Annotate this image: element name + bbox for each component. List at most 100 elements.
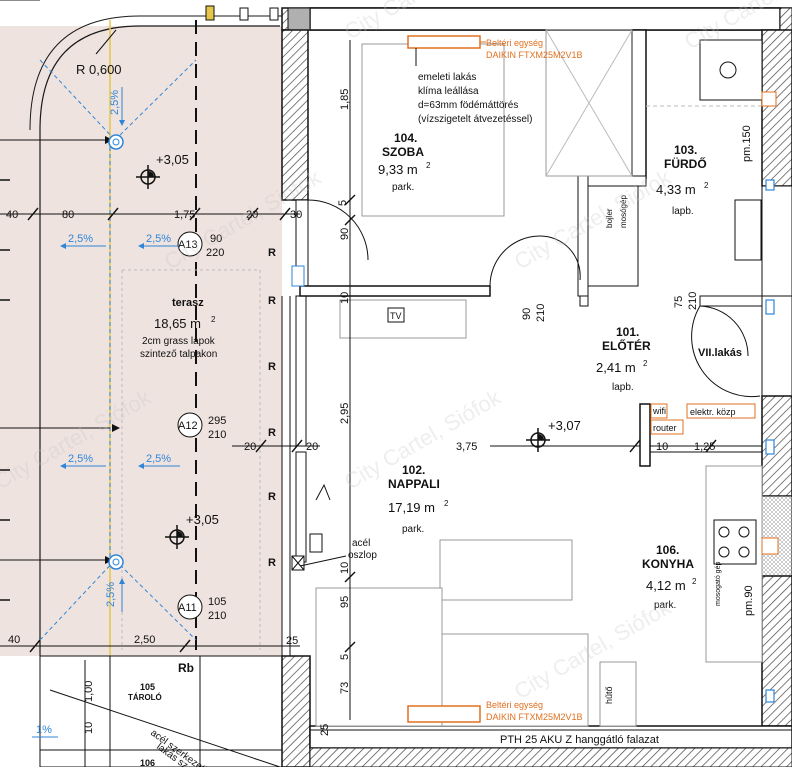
room-number: 103. <box>674 143 697 157</box>
room-floor: park. <box>654 600 676 611</box>
height-label: pm.150 <box>741 125 753 162</box>
svg-text:R: R <box>268 491 276 503</box>
door-width: 90 <box>210 233 222 245</box>
tv-label: TV <box>390 311 402 321</box>
svg-text:R: R <box>268 557 276 569</box>
room-area-sup: 2 <box>692 577 697 586</box>
room-area: 17,19 m <box>388 500 435 515</box>
room-name: FÜRDŐ <box>664 156 707 171</box>
room-number: 104. <box>394 131 417 145</box>
dimension-label: 10 <box>339 562 351 574</box>
dimension-label: 90 <box>339 228 351 240</box>
ac-unit-model: DAIKIN FTXM25M2V1B <box>486 712 583 722</box>
ac-note: (vízszigetelt átvezetéssel) <box>418 114 533 125</box>
room-name: KONYHA <box>642 557 694 571</box>
storage-room-outline <box>39 655 283 767</box>
dimension-label: 20 <box>306 441 318 453</box>
dimension-label: 25 <box>286 635 298 647</box>
terrace-note: 2cm grass lapok <box>142 336 216 347</box>
rb-label: Rb <box>178 661 194 675</box>
room-floor: park. <box>402 524 424 535</box>
elevation-label: +3,07 <box>548 418 581 433</box>
elevation-label: +3,05 <box>186 512 219 527</box>
door-width: 295 <box>208 415 226 427</box>
dimension-label: 20 <box>246 209 258 221</box>
svg-text:R: R <box>268 295 276 307</box>
room-area-sup: 2 <box>426 161 431 170</box>
dimension-label: 90 <box>521 308 533 320</box>
room-name: ELŐTÉR <box>602 338 651 353</box>
dimension-label: 5 <box>337 200 349 206</box>
terrace-name: terasz <box>172 297 204 309</box>
door-tag: A12 <box>178 420 198 432</box>
washer-label: mosógép <box>619 195 628 228</box>
dimension-label: 1,75 <box>174 209 195 221</box>
room-area: 4,12 m <box>646 578 686 593</box>
dimension-label: 25 <box>319 724 331 736</box>
slope-label: 2,5% <box>105 582 117 607</box>
room-number: 106. <box>656 543 679 557</box>
door-tag: A13 <box>178 239 198 251</box>
router-label: router <box>653 423 677 433</box>
slope-label: 1% <box>36 724 52 736</box>
wall-note: PTH 25 AKU Z hanggátló falazat <box>500 734 659 746</box>
door-width: 105 <box>208 596 226 608</box>
bed <box>361 43 505 217</box>
dimension-label: 10 <box>83 722 95 734</box>
dimension-label: 210 <box>687 292 699 310</box>
dimension-label: 20 <box>244 441 256 453</box>
ac-note: emeleti lakás <box>418 72 476 83</box>
dimension-label: 10 <box>656 441 668 453</box>
terrace-area-sup: 2 <box>211 315 216 324</box>
dimension-label: 1,85 <box>339 89 351 110</box>
dimension-label: 10 <box>339 292 351 304</box>
ac-unit-model: DAIKIN FTXM25M2V1B <box>486 50 583 60</box>
dimension-label: 95 <box>339 596 351 608</box>
dimension-label: 40 <box>6 209 18 221</box>
room-name: SZOBA <box>382 145 424 159</box>
slope-label: 2,5% <box>68 453 93 465</box>
dishwasher-label: mosogató gép <box>715 562 722 606</box>
dimension-label: 2,50 <box>134 634 155 646</box>
room-number: 102. <box>402 463 425 477</box>
slope-label: 2,5% <box>109 90 121 115</box>
slope-label: 2,5% <box>146 453 171 465</box>
slope-label: 2,5% <box>146 233 171 245</box>
room-number: 101. <box>616 325 639 339</box>
electrical-panel-label: elektr. közp <box>690 407 736 417</box>
radius-label: R 0,600 <box>76 62 122 77</box>
fridge-label: hűtő <box>604 686 614 704</box>
dimension-label: 2,95 <box>339 403 351 424</box>
room-name: TÁROLÓ <box>128 693 162 702</box>
dimension-label: 1,00 <box>83 681 95 702</box>
height-label: pm.90 <box>743 585 755 616</box>
dimension-label: 80 <box>62 209 74 221</box>
dimension-label: 3,75 <box>456 441 477 453</box>
svg-text:R: R <box>268 427 276 439</box>
dimension-label: 1,25 <box>694 441 715 453</box>
elevation-label: +3,05 <box>156 152 189 167</box>
dimension-label: 210 <box>535 304 547 322</box>
window-mark-r: R <box>268 247 276 259</box>
dimension-label: 5 <box>339 654 351 660</box>
ac-note: d=63mm födémáttörés <box>418 100 518 111</box>
boiler-label: bojler <box>605 208 614 228</box>
dimension-label: 30 <box>290 209 302 221</box>
room-floor: lapb. <box>672 206 694 217</box>
wifi-label: wifi <box>652 406 666 416</box>
steel-column-label: oszlop <box>348 550 377 561</box>
svg-text:R: R <box>268 361 276 373</box>
terrace-note: szintező talpakon <box>140 349 217 360</box>
door-height: 210 <box>208 610 226 622</box>
terrace-area: 18,65 m <box>154 316 201 331</box>
slope-label: 2,5% <box>68 233 93 245</box>
room-area-sup: 2 <box>704 181 709 190</box>
door-tag: A11 <box>178 602 197 614</box>
dimension-label: 75 <box>673 296 685 308</box>
room-name: NAPPALI <box>388 477 440 491</box>
ac-unit-label: Beltéri egység <box>486 38 543 48</box>
neighbor-apartment-label: VII.lakás <box>698 347 742 359</box>
door-height: 210 <box>208 429 226 441</box>
